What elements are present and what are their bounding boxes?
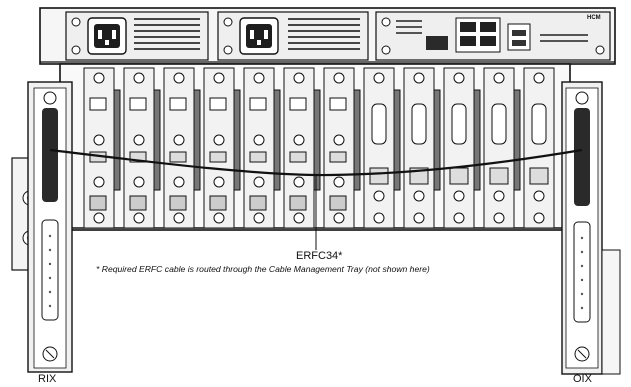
line-card — [283, 67, 321, 229]
line-card — [483, 67, 521, 229]
line-card — [363, 67, 401, 229]
line-card — [443, 67, 481, 229]
line-card — [83, 67, 121, 229]
rix-module — [27, 81, 73, 373]
hcm-label: HCM — [587, 15, 601, 21]
line-card — [523, 67, 555, 229]
line-card — [123, 67, 161, 229]
cable-note: * Required ERFC cable is routed through … — [96, 264, 430, 274]
power-supply-left — [65, 11, 209, 61]
erfc-cable — [49, 148, 583, 177]
line-card — [323, 67, 361, 229]
power-supply-right — [217, 11, 369, 61]
line-card — [403, 67, 441, 229]
line-card — [163, 67, 201, 229]
oix-label: OIX — [573, 373, 592, 385]
erfc-cable-label: ERFC34* — [296, 250, 343, 262]
hcm-module — [375, 11, 611, 61]
rix-label: RIX — [38, 373, 57, 385]
oix-module — [561, 81, 621, 375]
line-card — [243, 67, 281, 229]
line-cards — [83, 67, 555, 229]
line-card — [203, 67, 241, 229]
